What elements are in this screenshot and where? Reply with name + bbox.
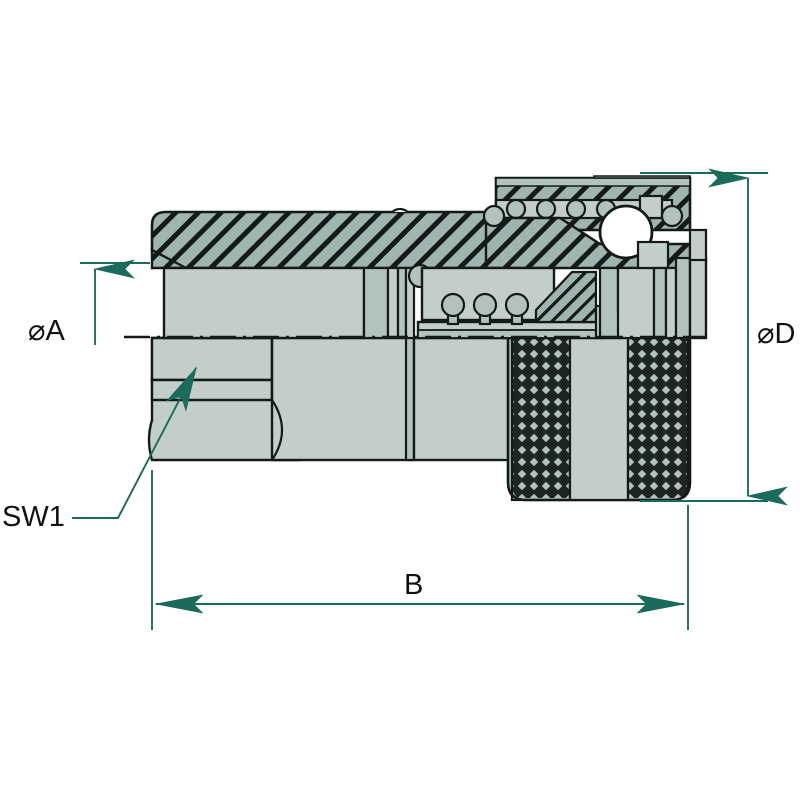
dimension-annotations [72,168,788,630]
part-geometry [124,175,708,502]
lower-outside-view [147,336,692,502]
small-detent-ball [660,204,684,228]
spring-ball-group [440,292,530,326]
sw1-leader-line [72,366,197,519]
small-detent-ball [482,204,506,228]
dimension-label-diameter-a: ⌀A [28,315,65,347]
dimension-label-length-b: B [404,569,424,601]
dimension-label-diameter-d: ⌀D [757,318,796,350]
upper-section-view [150,175,708,340]
dimension-label-sw1: SW1 [2,501,65,533]
